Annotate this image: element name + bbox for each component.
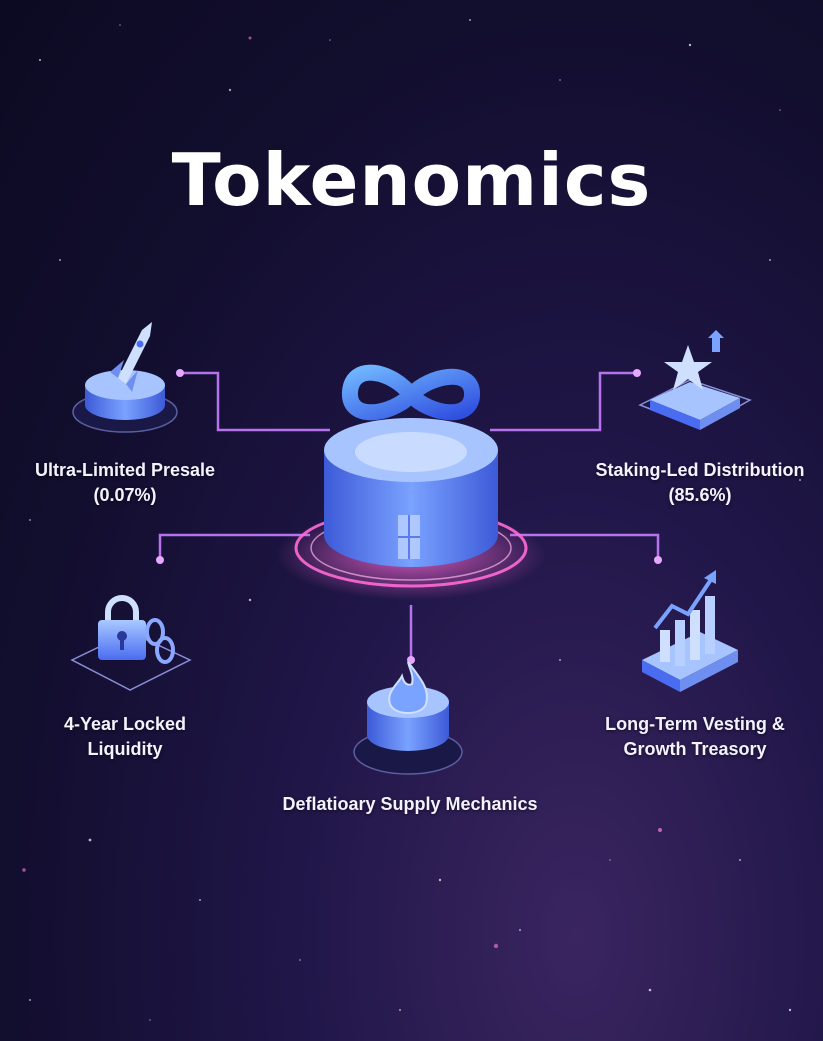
liquidity-title-line1: 4-Year Locked — [63, 714, 187, 734]
node-label-presale: Ultra-Limited Presale (0.07%) — [15, 458, 235, 508]
connector-liquidity — [158, 533, 310, 560]
liquidity-title-line2: Liquidity — [87, 739, 163, 759]
connector-node-treasury — [654, 556, 662, 564]
star-growth-icon — [638, 330, 752, 430]
node-label-staking: Staking-Led Distribution (85.6%) — [580, 458, 820, 508]
supply-title: Deflatioary Supply Mechanics — [282, 794, 538, 814]
connector-node-liquidity — [156, 556, 164, 564]
connector-lines — [158, 371, 660, 660]
node-label-liquidity: 4-Year Locked Liquidity — [40, 712, 210, 762]
staking-title: Staking-Led Distribution — [595, 460, 805, 480]
growth-bar-chart-icon — [642, 570, 738, 692]
node-label-treasury: Long-Term Vesting & Growth Treasory — [585, 712, 805, 762]
presale-title: Ultra-Limited Presale — [34, 460, 216, 480]
connector-presale — [180, 371, 330, 432]
node-label-supply: Deflatioary Supply Mechanics — [250, 792, 570, 817]
infinity-icon — [342, 364, 480, 421]
treasury-title-line1: Long-Term Vesting & — [605, 714, 785, 734]
connector-staking — [490, 371, 637, 432]
rocket-icon — [72, 322, 178, 433]
central-hub — [276, 418, 546, 600]
connector-node-staking — [633, 369, 641, 377]
flame-icon — [353, 661, 463, 775]
connector-node-presale — [176, 369, 184, 377]
page-title: Tokenomics — [171, 138, 652, 222]
padlock-chain-icon — [70, 595, 192, 691]
presale-percentage: (0.07%) — [93, 485, 157, 505]
connector-treasury — [510, 533, 660, 560]
staking-percentage: (85.6%) — [668, 485, 732, 505]
treasury-title-line2: Growth Treasory — [623, 739, 767, 759]
